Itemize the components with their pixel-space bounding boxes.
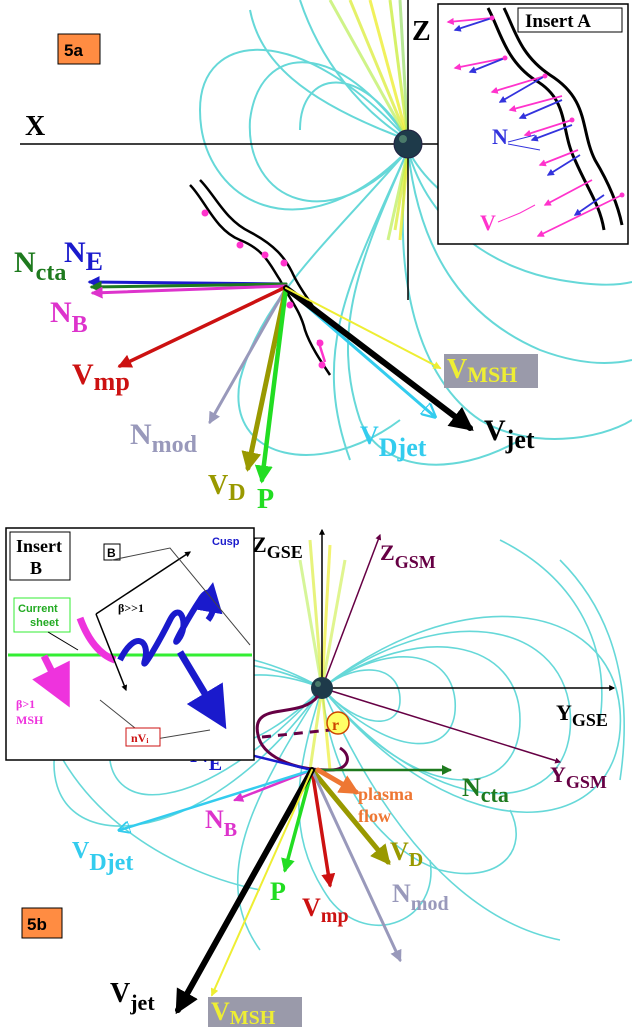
vector-a-n-mod bbox=[208, 286, 288, 425]
panel-b: ZGSE ZGSM YGSE YGSM r NE N bbox=[5, 527, 625, 1029]
vector-b-plasma-flow bbox=[315, 767, 360, 795]
z-axis-label: Z bbox=[412, 16, 431, 47]
label-a-n-mod: Nmod bbox=[130, 418, 198, 458]
vector-b-p bbox=[281, 768, 314, 873]
insert-b-b-label: B bbox=[107, 546, 116, 560]
label-a-v-msh: VMSH bbox=[447, 354, 517, 387]
insert-b-nvi: nVᵢ bbox=[131, 731, 148, 745]
y-gse-label: YGSE bbox=[556, 700, 608, 730]
cusp-glow-a bbox=[328, 0, 410, 241]
magnetopause-a bbox=[189, 179, 332, 376]
label-b-plasma-flow: plasma flow bbox=[358, 784, 418, 826]
label-b-v-msh-box bbox=[208, 997, 302, 1027]
label-b-n-mod: Nmod bbox=[392, 879, 449, 915]
label-a-v-jet: Vjet bbox=[484, 414, 535, 454]
label-a-v-mp: Vmp bbox=[72, 358, 130, 396]
y-gsm-label: YGSM bbox=[550, 762, 607, 792]
label-b-v-d: VD bbox=[390, 837, 423, 871]
label-a-v-msh-box bbox=[444, 354, 538, 388]
z-gse-label: ZGSE bbox=[252, 532, 303, 562]
insert-b-msh-arrow bbox=[32, 654, 70, 708]
label-b-p: P bbox=[270, 877, 286, 906]
label-b-v-djet: VDjet bbox=[72, 838, 133, 876]
r-label: r bbox=[332, 717, 339, 734]
label-b-v-msh: VMSH bbox=[211, 997, 276, 1029]
label-b-n-cta: Ncta bbox=[462, 773, 509, 807]
insert-b-beta-big: β>>1 bbox=[118, 601, 144, 615]
insert-a-boundary bbox=[486, 7, 624, 231]
vectors-b bbox=[120, 747, 452, 1015]
x-axis-label: X bbox=[25, 111, 45, 142]
insert-b: Insert B B Cusp β>>1 Current sheet bbox=[5, 527, 255, 761]
label-a-n-e: NE bbox=[64, 236, 103, 276]
vector-a-p bbox=[254, 285, 289, 484]
vector-a-v-mp bbox=[117, 285, 288, 368]
vector-b-v-msh bbox=[210, 769, 313, 997]
insert-a-n-label: N bbox=[492, 124, 508, 149]
insert-b-down-arrow bbox=[176, 650, 227, 730]
insert-b-title: Insert B bbox=[16, 536, 67, 578]
panel-a-tag: 5a bbox=[64, 41, 83, 60]
vectors-a bbox=[87, 276, 474, 484]
y-gsm-axis bbox=[321, 687, 562, 764]
vector-a-v-msh bbox=[285, 287, 442, 369]
cusp-shape-b bbox=[255, 694, 349, 772]
label-a-n-cta: Ncta bbox=[14, 246, 66, 286]
vector-b-v-jet bbox=[175, 767, 315, 1015]
vector-b-n-mod bbox=[310, 768, 402, 963]
vector-a-n-cta bbox=[89, 280, 288, 293]
insert-b-msh-flow bbox=[76, 616, 117, 664]
earth-a-highlight bbox=[399, 135, 407, 143]
label-b-v-mp: Vmp bbox=[302, 893, 349, 927]
label-b-v-jet: Vjet bbox=[110, 978, 155, 1015]
insert-b-current-sheet-label: Current sheet bbox=[18, 603, 61, 629]
panel-b-tag-box bbox=[21, 907, 63, 939]
vector-b-v-d bbox=[309, 767, 391, 866]
insert-a-title: Insert A bbox=[525, 11, 591, 32]
label-a-n-b: NB bbox=[50, 296, 88, 338]
insert-a: Insert A bbox=[437, 3, 629, 245]
vector-a-v-jet bbox=[283, 285, 474, 431]
insert-a-vectors bbox=[446, 17, 623, 237]
vector-a-v-d bbox=[241, 285, 289, 472]
label-a-v-djet: VDjet bbox=[360, 421, 427, 462]
insert-b-beta-msh: β>1 MSH bbox=[16, 697, 44, 727]
vector-b-v-mp bbox=[310, 768, 336, 888]
insert-a-v-label: V bbox=[480, 210, 496, 235]
insert-a-dots bbox=[489, 15, 625, 198]
magnetopause-dots-a bbox=[201, 209, 326, 369]
vector-a-n-b bbox=[90, 284, 288, 299]
panel-a-tag-box bbox=[57, 33, 101, 65]
panel-a: X Z 5a bbox=[14, 0, 632, 515]
panel-b-tag: 5b bbox=[27, 915, 47, 934]
earth-b-highlight bbox=[315, 681, 321, 687]
vector-b-v-djet bbox=[120, 768, 314, 830]
z-gsm-label: ZGSM bbox=[380, 540, 436, 572]
label-b-n-b: NB bbox=[205, 805, 237, 841]
label-a-p: P bbox=[257, 484, 274, 515]
earth-a bbox=[393, 129, 423, 159]
label-a-v-d: VD bbox=[208, 470, 246, 506]
insert-b-cusp-label: Cusp bbox=[212, 536, 240, 548]
earth-b bbox=[311, 677, 333, 699]
magnetopause-segment-a bbox=[316, 339, 327, 363]
z-gsm-axis bbox=[321, 533, 382, 689]
r-marker bbox=[326, 711, 350, 735]
